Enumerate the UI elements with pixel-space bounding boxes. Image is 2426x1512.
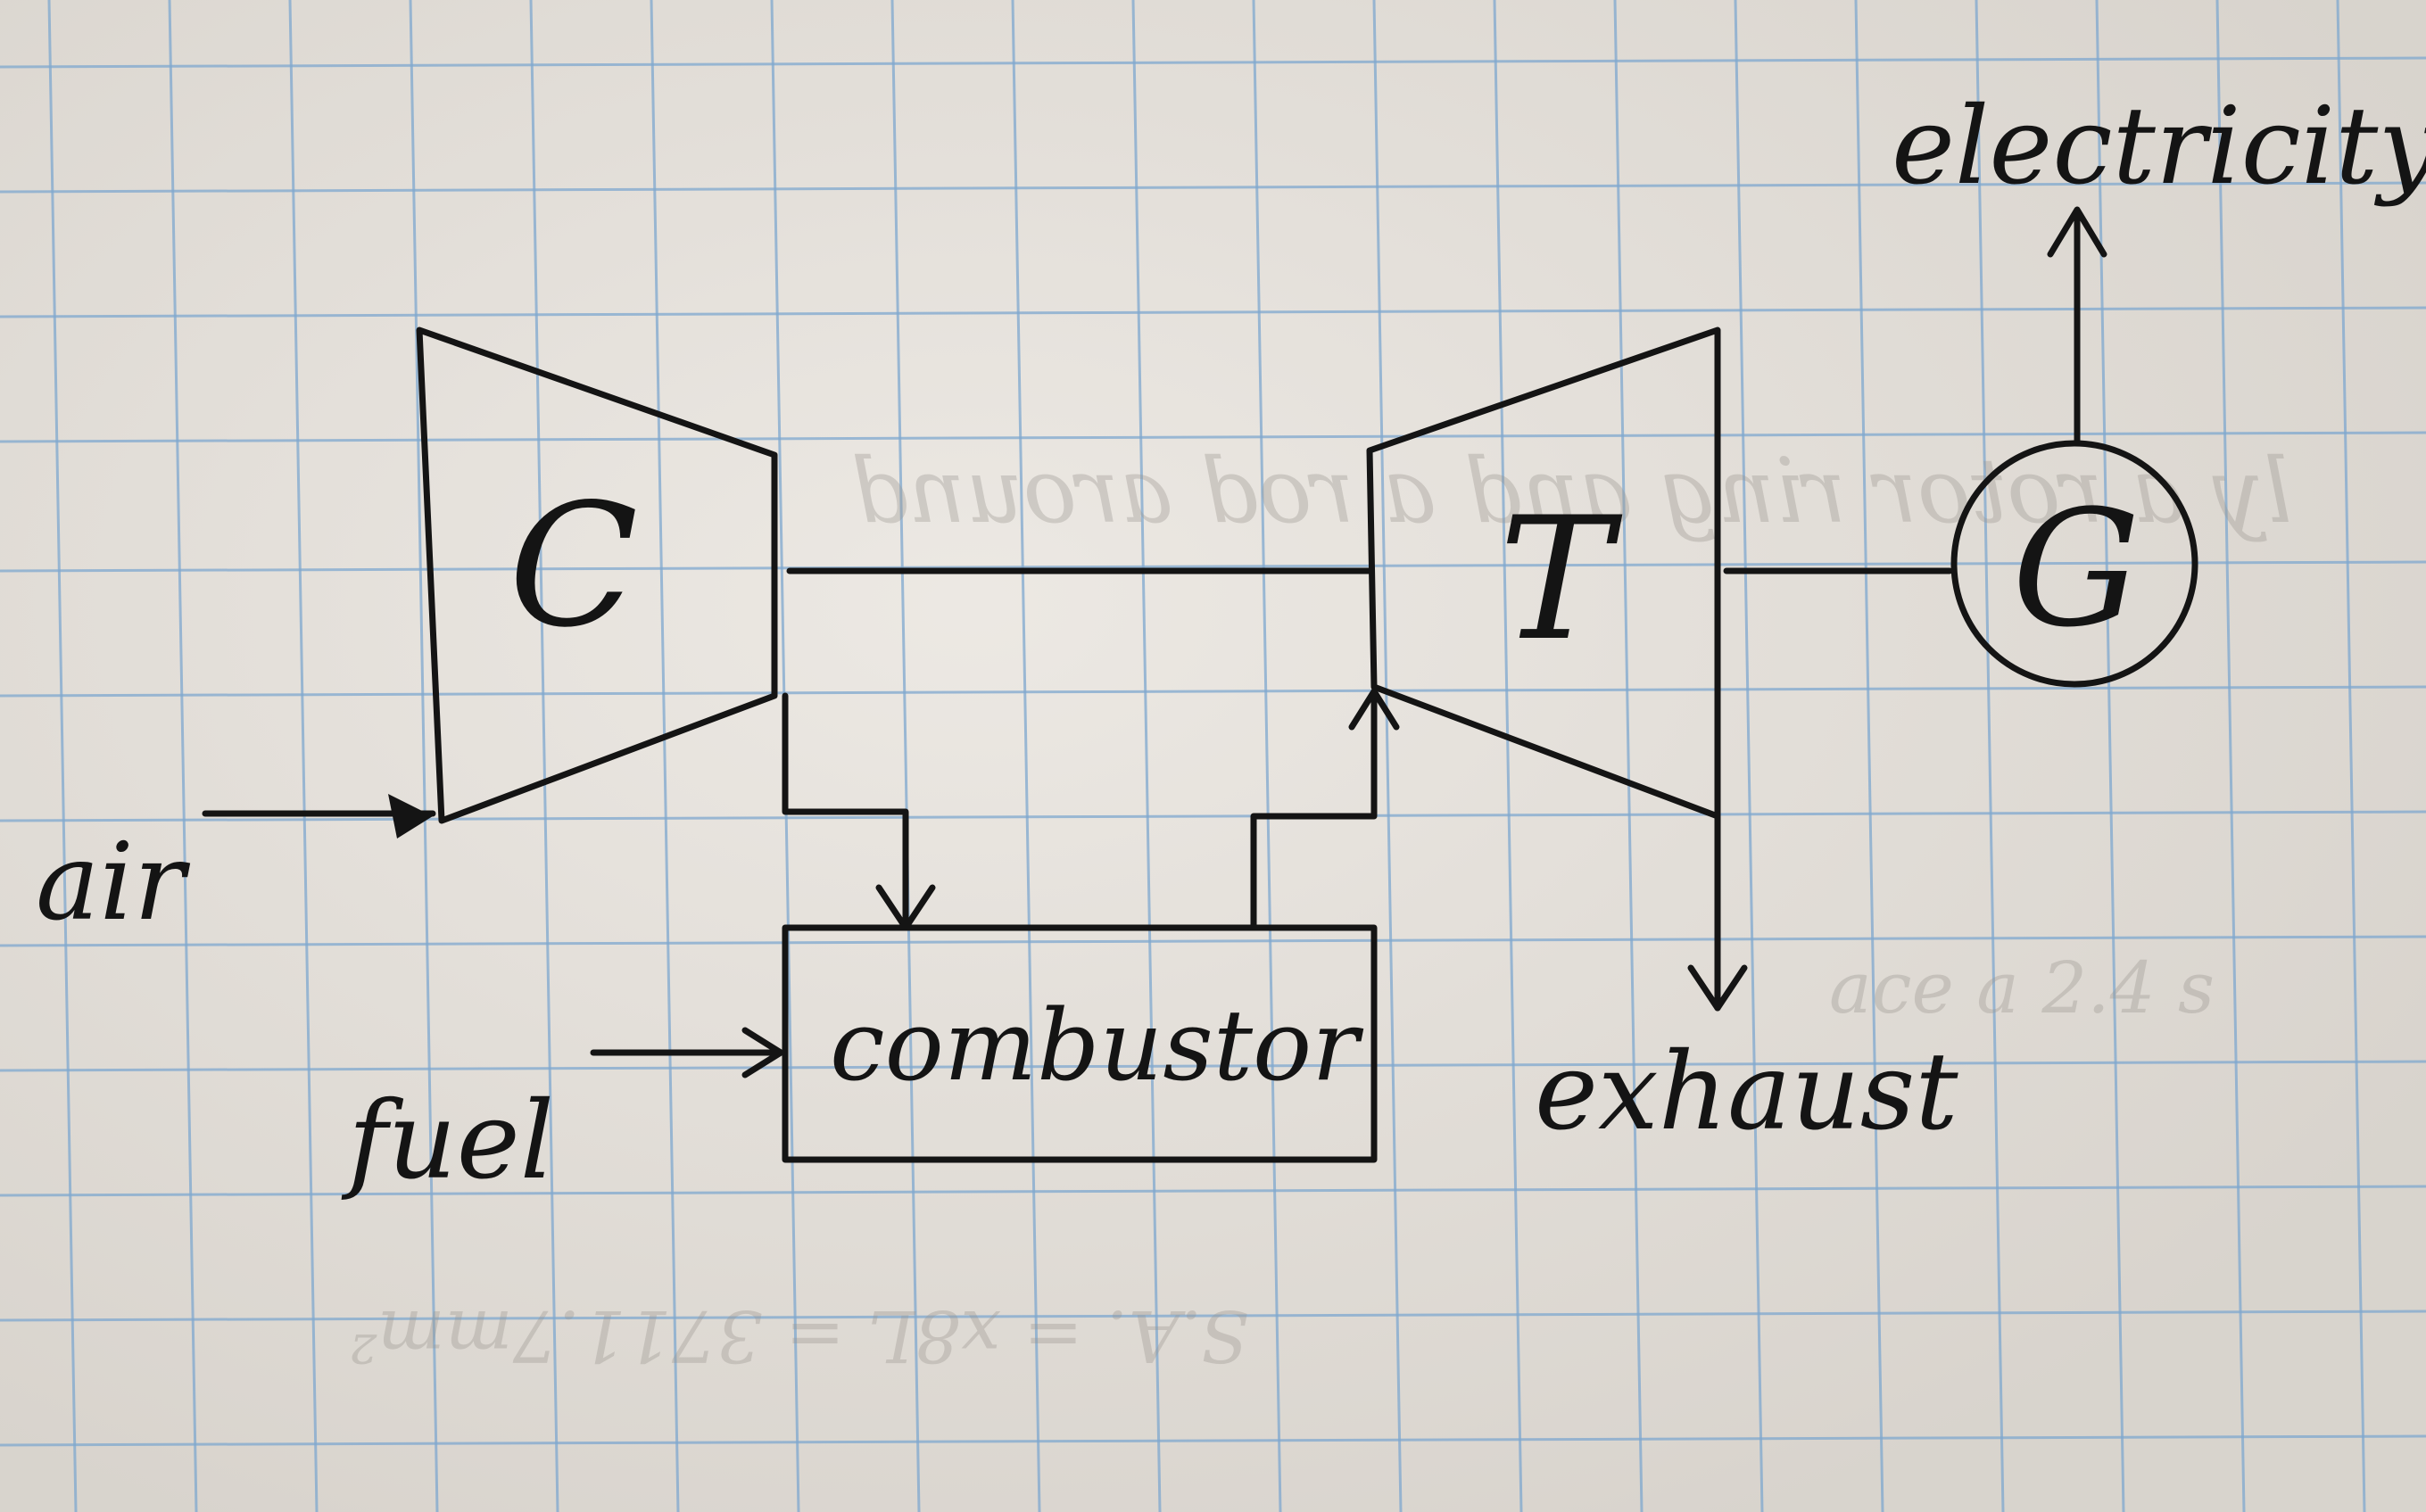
combustor-label: combustor (830, 988, 1364, 1103)
compressor-shape (416, 326, 778, 824)
compressor-label: C (509, 467, 638, 665)
ghost-line-3: S.A. = x8L = 3711.7mm² (349, 1294, 1249, 1377)
exhaust-arrowhead (1687, 964, 1748, 1012)
combustor-box (782, 924, 1378, 1163)
turbine-label: T (1499, 481, 1623, 678)
fuel-label: fuel (341, 1079, 554, 1203)
electricity-arrowhead (2047, 206, 2107, 258)
ghost-line-1: ly a rotor ring and a rod around (851, 439, 2292, 543)
compressor-to-combustor-line (782, 692, 909, 931)
air-label: air (36, 821, 191, 945)
air-arrowhead (388, 794, 433, 839)
fuel-arrowhead (741, 1027, 784, 1078)
exhaust-label: exhaust (1535, 1030, 1958, 1154)
bleed-through-text: ly a rotor ring and a rod around ace a 2… (349, 439, 2292, 1377)
electricity-label: electricity (1892, 85, 2426, 209)
ghost-line-2: ace a 2.4 s (1829, 946, 2215, 1029)
generator-label: G (2012, 476, 2140, 663)
turbine-inlet-arrowhead (1348, 688, 1400, 731)
combustor-to-turbine-line (1250, 692, 1378, 931)
